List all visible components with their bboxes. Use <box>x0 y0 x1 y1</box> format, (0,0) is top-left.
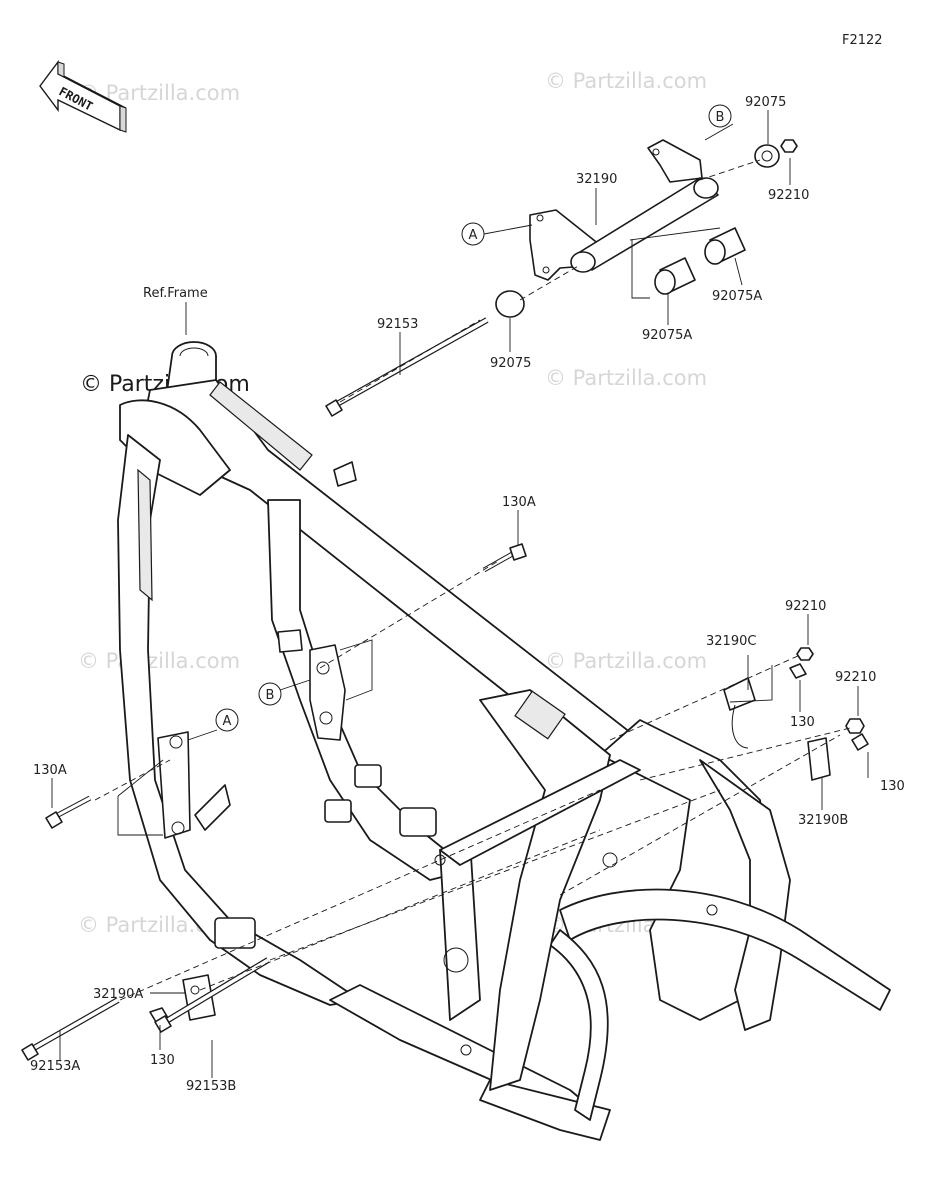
part-label-92075-top: 92075 <box>745 95 786 110</box>
ref-frame-label: Ref.Frame <box>143 286 208 301</box>
watermark: © Partzilla.com <box>545 69 707 93</box>
engine-mount-bracket-32190 <box>529 139 719 281</box>
callout-letter: A <box>223 714 232 729</box>
bolt-92153A-icon <box>21 997 120 1061</box>
nut-92210-b-icon <box>845 718 865 734</box>
part-label-130A-left: 130A <box>33 763 67 778</box>
part-labels: 32190 92075 92210 92075A 92075A 92075 92… <box>30 95 905 1094</box>
frame-mount-bracket-a-icon <box>157 731 191 839</box>
part-label-92153: 92153 <box>377 317 418 332</box>
nut-92210-a-icon <box>796 647 814 661</box>
part-label-130-c: 130 <box>150 1053 175 1068</box>
bolt-130-b-icon <box>851 733 869 751</box>
motorcycle-frame <box>117 341 891 1141</box>
bolt-130-a-icon <box>789 663 807 679</box>
bushing-92075-mid-icon <box>495 290 525 318</box>
part-label-130A-upper: 130A <box>502 495 536 510</box>
nut-92210-top-icon <box>780 139 798 153</box>
part-label-92210-b: 92210 <box>835 670 876 685</box>
part-label-32190B: 32190B <box>798 813 848 828</box>
watermark: © Partzilla.com <box>78 649 240 673</box>
part-label-92153B: 92153B <box>186 1079 236 1094</box>
callout-letter: A <box>469 228 478 243</box>
callout-letter: B <box>266 688 275 703</box>
part-label-32190A: 32190A <box>93 987 143 1002</box>
bolt-130A-left-icon <box>45 795 92 829</box>
watermark: © Partzilla.com <box>545 649 707 673</box>
bracket-32190C-icon <box>723 677 756 749</box>
part-label-130-a: 130 <box>790 715 815 730</box>
bushing-92075A-mid-icon <box>654 257 696 295</box>
assembly-guide-lines <box>94 159 851 1001</box>
part-label-92075-mid: 92075 <box>490 356 531 371</box>
callout-letter: B <box>716 110 725 125</box>
leader-lines <box>51 110 869 1078</box>
callout-a-frame: A <box>215 708 239 732</box>
part-label-92075A-right: 92075A <box>712 289 762 304</box>
part-label-32190C: 32190C <box>706 634 756 649</box>
part-label-92210-top: 92210 <box>768 188 809 203</box>
part-label-92210-a: 92210 <box>785 599 826 614</box>
bolt-92153-icon <box>325 317 489 417</box>
figure-code: F2122 <box>842 33 883 48</box>
bushing-92075A-right-icon <box>704 227 746 265</box>
part-label-92075A-mid: 92075A <box>642 328 692 343</box>
bracket-32190B-icon <box>807 737 831 781</box>
bushing-92075-top-icon <box>754 144 780 168</box>
callout-b-top: B <box>708 104 732 128</box>
watermark: © Partzilla.com <box>545 366 707 390</box>
frame-mount-bracket-b-icon <box>309 644 346 741</box>
bolt-92153B-icon <box>154 957 270 1033</box>
part-label-32190: 32190 <box>576 172 617 187</box>
part-label-130-b: 130 <box>880 779 905 794</box>
part-label-92153A: 92153A <box>30 1059 80 1074</box>
callout-b-frame: B <box>258 682 282 706</box>
bolt-130A-upper-icon <box>482 543 527 573</box>
callout-a-top: A <box>461 222 485 246</box>
